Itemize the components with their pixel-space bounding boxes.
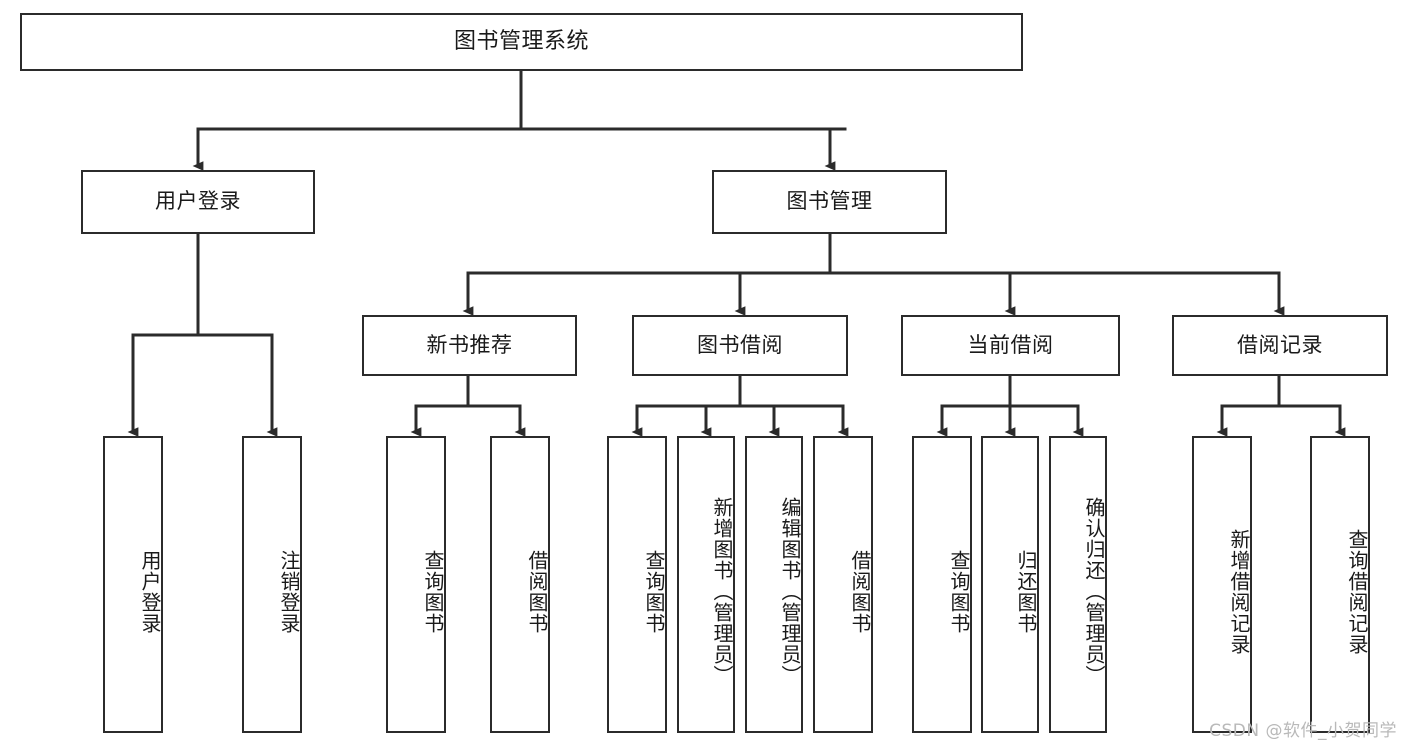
- leaf-user-login-login[interactable]: 用户登录: [103, 436, 163, 733]
- node-label: 当前借阅: [967, 332, 1054, 357]
- leaf-current-borrow-return-book[interactable]: 归还图书: [981, 436, 1039, 733]
- leaf-borrow-record-add-record[interactable]: 新增借阅记录: [1192, 436, 1252, 733]
- node-label: 借阅记录: [1237, 332, 1323, 357]
- leaf-current-borrow-query-book[interactable]: 查询图书: [912, 436, 972, 733]
- node-borrow-record[interactable]: 借阅记录: [1172, 315, 1388, 376]
- leaf-user-login-logout[interactable]: 注销登录: [242, 436, 302, 733]
- leaf-book-borrow-add-book-admin[interactable]: 新增图书（管理员）: [677, 436, 735, 733]
- node-book-management[interactable]: 图书管理: [712, 170, 947, 234]
- node-label: 新书推荐: [426, 332, 513, 357]
- node-label: 用户登录: [138, 549, 162, 634]
- leaf-new-book-query-book[interactable]: 查询图书: [386, 436, 446, 733]
- node-label: 归还图书: [1014, 549, 1038, 634]
- node-label: 查询借阅记录: [1345, 528, 1369, 655]
- node-label: 借阅图书: [848, 549, 872, 634]
- node-label: 查询图书: [947, 549, 971, 634]
- node-label: 新增借阅记录: [1227, 528, 1251, 655]
- node-new-book-recommendation[interactable]: 新书推荐: [362, 315, 577, 376]
- node-label: 图书管理系统: [453, 28, 589, 54]
- node-label: 图书管理: [786, 189, 873, 214]
- node-label: 借阅图书: [525, 549, 549, 634]
- leaf-new-book-borrow-book[interactable]: 借阅图书: [490, 436, 550, 733]
- node-label: 编辑图书（管理员）: [778, 497, 802, 686]
- watermark-text: CSDN @软件_小贺同学: [1209, 721, 1397, 741]
- node-label: 图书借阅: [697, 332, 783, 357]
- node-book-borrow[interactable]: 图书借阅: [632, 315, 848, 376]
- leaf-borrow-record-query-record[interactable]: 查询借阅记录: [1310, 436, 1370, 733]
- node-label: 新增图书（管理员）: [710, 497, 734, 686]
- node-label: 注销登录: [277, 549, 301, 634]
- leaf-book-borrow-edit-book-admin[interactable]: 编辑图书（管理员）: [745, 436, 803, 733]
- node-label: 查询图书: [421, 549, 445, 634]
- node-user-login[interactable]: 用户登录: [81, 170, 315, 234]
- node-root-book-management-system[interactable]: 图书管理系统: [20, 13, 1023, 71]
- leaf-book-borrow-borrow-book[interactable]: 借阅图书: [813, 436, 873, 733]
- node-label: 查询图书: [642, 549, 666, 634]
- leaf-current-borrow-confirm-return-admin[interactable]: 确认归还（管理员）: [1049, 436, 1107, 733]
- leaf-book-borrow-query-book[interactable]: 查询图书: [607, 436, 667, 733]
- node-current-borrow[interactable]: 当前借阅: [901, 315, 1120, 376]
- node-label: 用户登录: [155, 189, 241, 214]
- node-label: 确认归还（管理员）: [1082, 497, 1106, 686]
